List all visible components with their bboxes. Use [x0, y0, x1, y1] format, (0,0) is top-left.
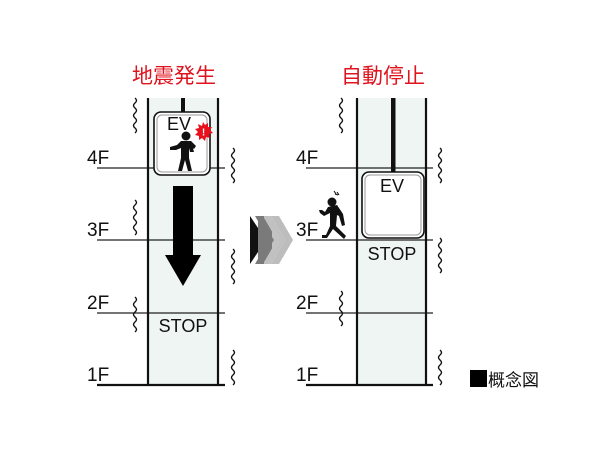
wave-break-icon	[230, 349, 236, 386]
right-car-label: EV	[380, 176, 404, 196]
down-arrow-icon	[165, 186, 201, 286]
caption-text: 概念図	[488, 371, 539, 391]
left-floor-label-4f: 4F	[87, 148, 110, 169]
right-cable	[391, 98, 396, 172]
wave-break-icon	[230, 248, 236, 285]
wave-break-icon	[132, 199, 138, 236]
right-elevator-car-inner	[364, 174, 422, 236]
heading-earthquake-occurs: 地震発生	[132, 64, 216, 88]
alert-mark: !	[202, 128, 205, 139]
right-stop-label: STOP	[368, 244, 417, 264]
right-floor-lines	[306, 167, 433, 314]
right-floor-label-2f: 2F	[296, 293, 319, 314]
left-cable	[181, 98, 185, 112]
transition-chevrons-icon	[250, 216, 293, 264]
right-floor-label-3f: 3F	[296, 220, 319, 241]
left-car-label: EV	[167, 114, 191, 134]
right-panel: EV STOP	[306, 97, 443, 387]
wave-break-icon	[437, 349, 443, 386]
left-floor-label-3f: 3F	[87, 220, 110, 241]
caption: 概念図	[470, 366, 539, 391]
wave-break-icon	[437, 237, 443, 274]
right-floor-label-4f: 4F	[296, 148, 319, 169]
wave-break-icon	[132, 296, 138, 333]
left-floor-label-2f: 2F	[87, 293, 110, 314]
wave-break-icon	[338, 97, 344, 134]
black-square-icon	[470, 370, 487, 387]
person-exiting-icon	[319, 190, 346, 239]
right-elevator-car	[361, 171, 425, 239]
heading-automatic-stop: 自動停止	[341, 64, 425, 88]
wave-break-icon	[437, 147, 443, 184]
wave-break-icon	[132, 97, 138, 134]
wave-break-icon	[230, 147, 236, 184]
alert-burst-icon: !	[195, 122, 213, 141]
person-shocked-icon	[170, 131, 196, 171]
left-panel: ! EV STOP	[97, 97, 236, 387]
wave-break-icon	[338, 290, 344, 327]
left-elevator-car-inner	[156, 114, 208, 173]
left-stop-label: STOP	[159, 316, 208, 336]
right-floor-label-1f: 1F	[296, 365, 319, 386]
left-floor-label-1f: 1F	[87, 365, 110, 386]
